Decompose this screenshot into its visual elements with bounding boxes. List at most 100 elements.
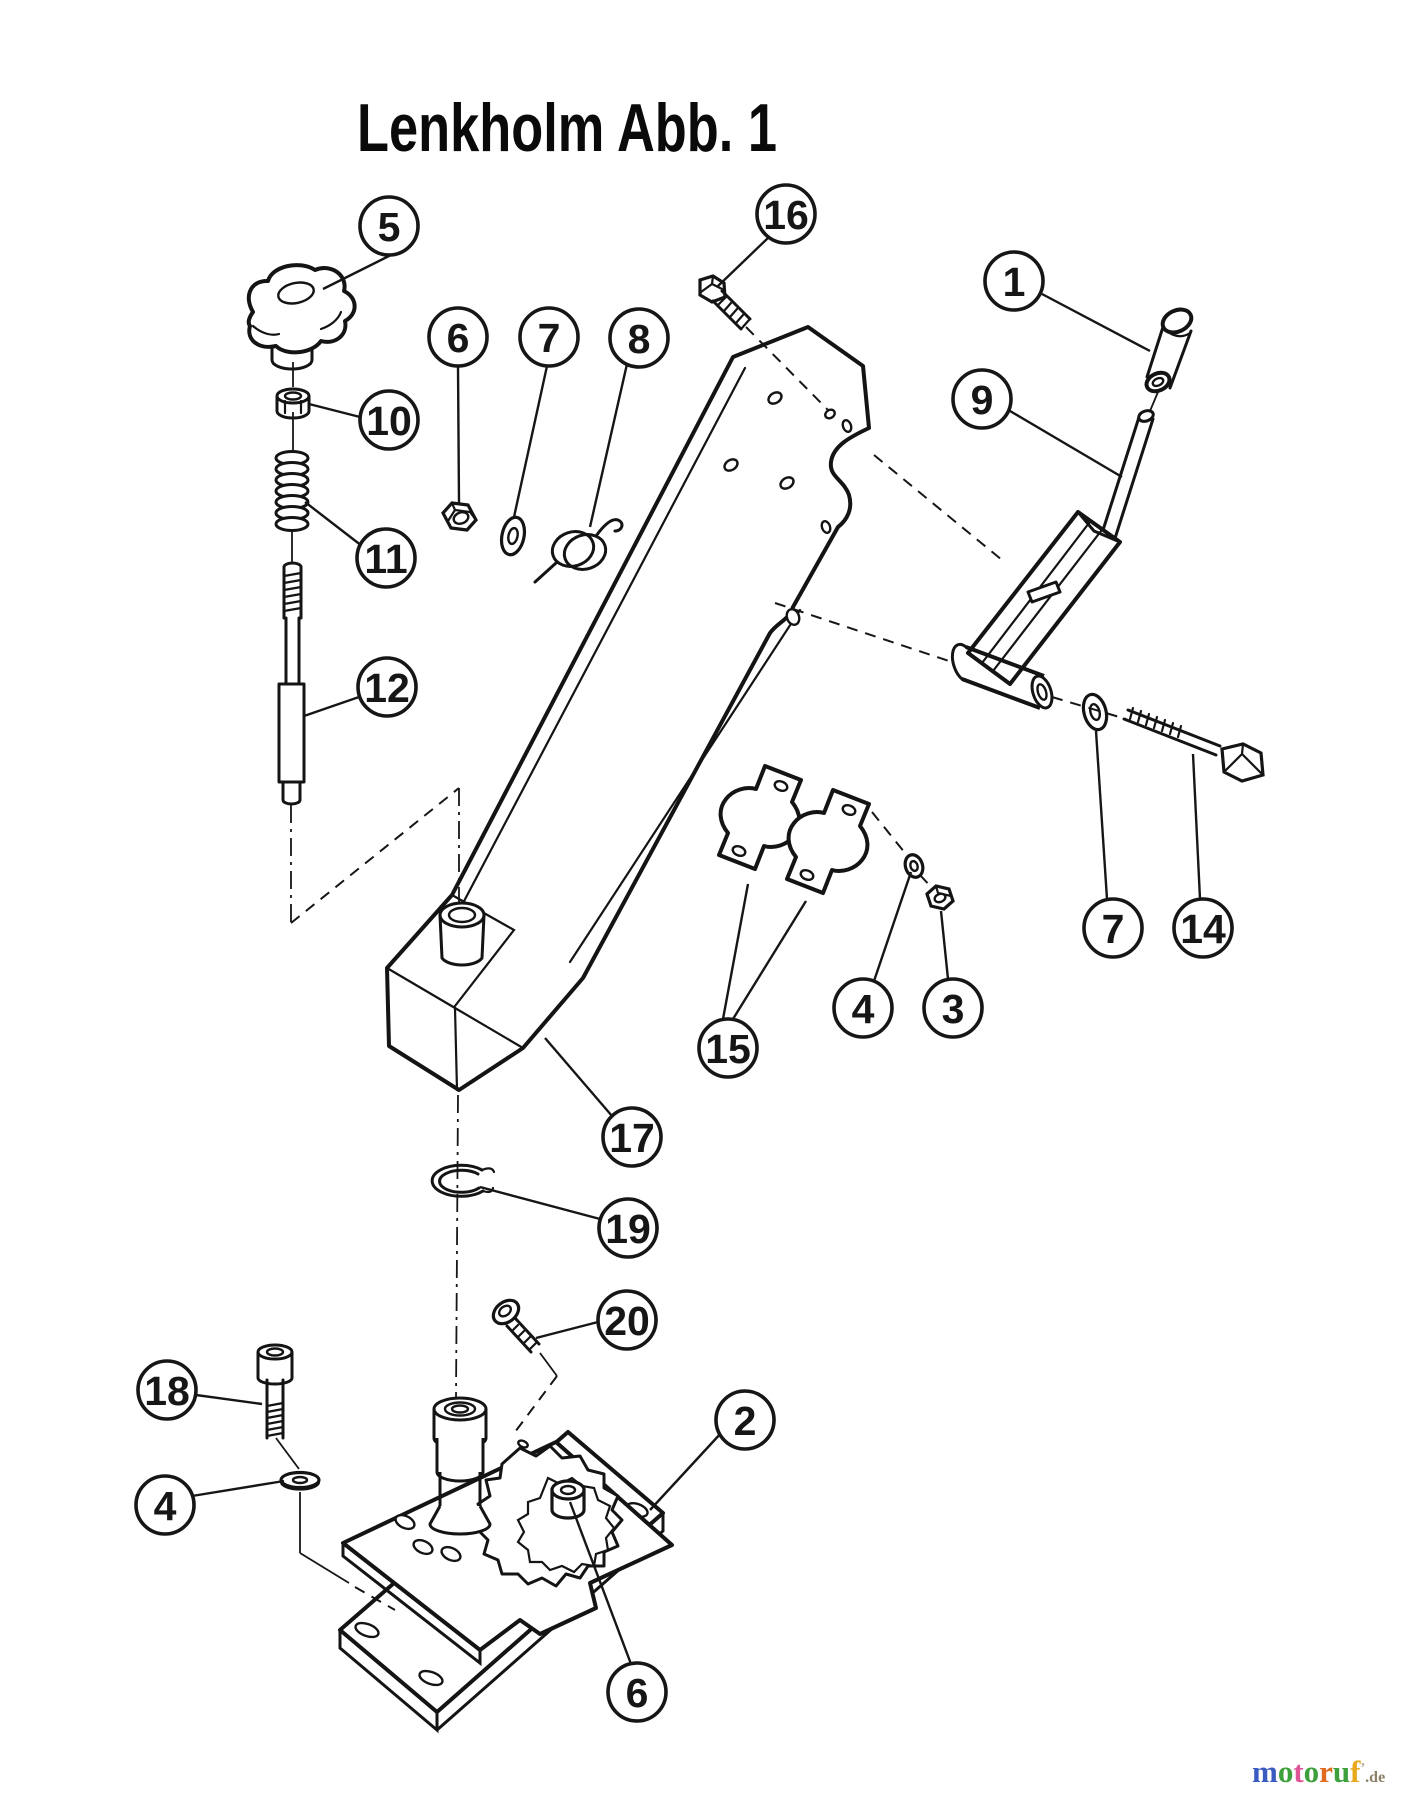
callout-number-6b: 6 [626,1670,649,1716]
leader-and-axis-lines [191,236,1202,1665]
callout-number-17: 17 [609,1115,655,1161]
part-bolt-14 [1122,706,1265,783]
brand-logo-letter: t [1293,1754,1304,1789]
callout-circle-18 [136,1359,198,1421]
callout-5: 5 [358,195,420,257]
part-torsion-spring-8 [533,518,624,584]
leader-line [354,1586,396,1611]
brand-logo-letter: r [1319,1754,1333,1789]
callout-circle-10 [358,389,420,451]
callout-16: 16 [755,183,817,245]
callout-6b: 6 [606,1661,668,1723]
brand-logo-letter: m [1252,1754,1278,1789]
leader-line [535,1320,599,1340]
callout-circle-8 [608,307,670,369]
part-washer-4a [903,853,925,879]
part-screw-20 [491,1298,541,1354]
callout-circle-4b [134,1474,196,1536]
leader-line [873,454,1003,561]
callout-circle-14 [1172,897,1234,959]
part-pivot-bushing [428,1396,492,1536]
brand-logo-letter: o [1277,1754,1294,1789]
callout-circle-9 [951,368,1013,430]
leader-line [939,910,950,980]
brand-logo: motoruf’.de [1252,1752,1412,1795]
leader-line [731,900,808,1020]
leader-line [871,811,906,854]
callout-7a: 7 [518,306,580,368]
callout-number-15: 15 [705,1026,751,1072]
leader-line [290,787,460,924]
leader-line [716,236,770,288]
leader-line [774,602,956,664]
callout-number-7b: 7 [1102,906,1125,952]
callout-circle-1 [983,250,1045,312]
leader-line [1041,292,1151,353]
callout-circle-12 [356,656,418,718]
leader-line [539,1352,558,1377]
part-washer-4b [279,1470,321,1491]
part-spring-11 [274,450,310,532]
callout-18: 18 [136,1359,198,1421]
brand-logo-tld: .de [1365,1769,1386,1786]
callout-number-20: 20 [604,1298,650,1344]
callout-number-6a: 6 [447,315,470,361]
callout-2: 2 [714,1389,776,1451]
part-nut-6b [550,1479,586,1520]
leader-line [275,1437,300,1470]
page-title: Lenkholm Abb. 1 [357,90,777,166]
callout-6a: 6 [427,306,489,368]
callout-circle-2 [714,1389,776,1451]
leader-line [304,501,363,547]
callout-number-14: 14 [1180,906,1226,952]
callout-12: 12 [356,656,418,718]
callout-circle-16 [755,183,817,245]
callout-circle-4a [832,977,894,1039]
callout-3: 3 [922,977,984,1039]
part-grip-knob-1 [1144,307,1194,394]
brand-logo-letter: ’ [1360,1761,1366,1776]
part-washer-7b [1081,692,1109,732]
leader-line [721,883,750,1020]
callout-15: 15 [697,1017,759,1079]
callout-circle-6b [606,1661,668,1723]
leader-line [195,1393,263,1406]
callout-circle-7b [1082,897,1144,959]
callout-number-9: 9 [971,377,994,423]
leader-line [479,1185,601,1221]
callout-4a: 4 [832,977,894,1039]
callout-number-3: 3 [942,986,965,1032]
callout-circle-7a [518,306,580,368]
part-clamp-15a [717,764,803,871]
callout-number-12: 12 [364,665,410,711]
callout-10: 10 [358,389,420,451]
callout-number-7a: 7 [538,315,561,361]
callout-4b: 4 [134,1474,196,1536]
leader-line [745,326,829,411]
callout-number-11: 11 [364,536,407,582]
leader-line [588,363,629,528]
callout-number-16: 16 [763,192,809,238]
callout-8: 8 [608,307,670,369]
brand-logo-word: motoruf’ [1252,1754,1365,1789]
callout-circle-5 [358,195,420,257]
leader-line [872,871,913,982]
leader-line [568,1501,633,1665]
callout-9: 9 [951,368,1013,430]
callout-14: 14 [1172,897,1234,959]
leader-line [649,1431,723,1511]
part-bolt-18 [256,1343,294,1440]
part-clamp-15b [785,788,871,895]
callout-number-4a: 4 [852,986,875,1032]
leader-line [919,874,934,890]
callout-7b: 7 [1082,897,1144,959]
part-snap-ring-19 [430,1163,496,1198]
callout-circle-19 [597,1197,659,1259]
leader-line [1191,753,1202,900]
callout-circle-11 [355,527,417,589]
part-nut-3 [925,884,955,911]
leader-line [456,365,461,504]
part-nut-6a [441,501,478,532]
